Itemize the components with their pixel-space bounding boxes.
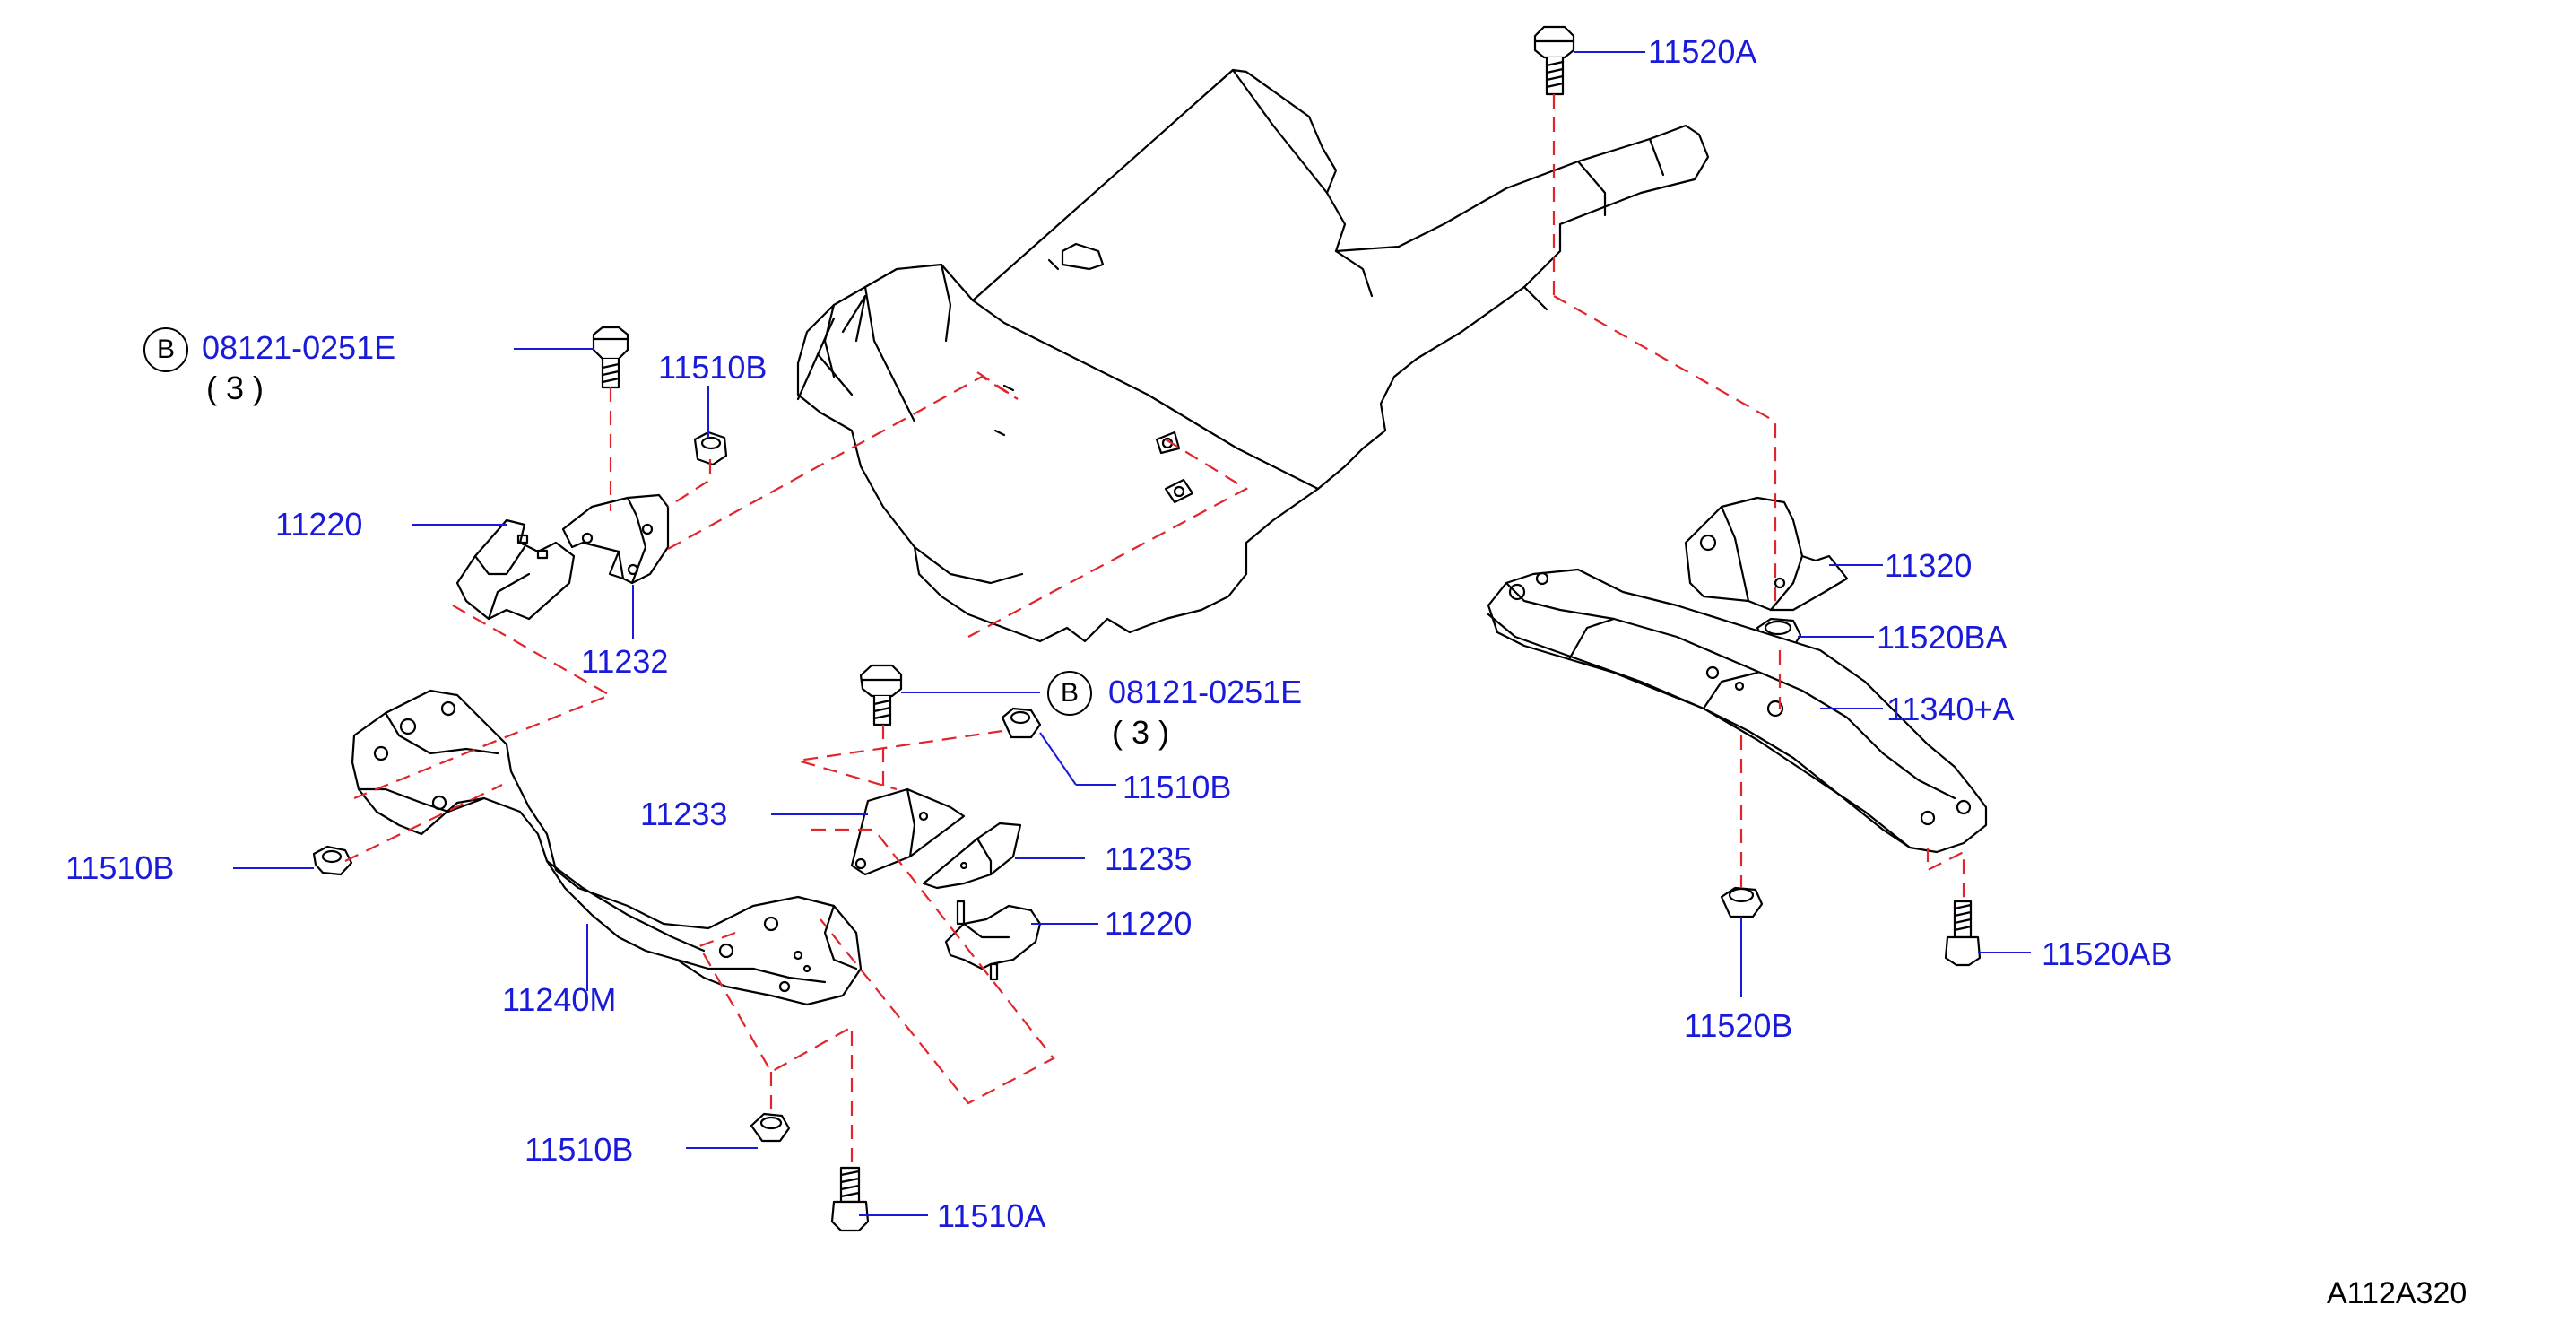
part-label-11510B-mid[interactable]: 11510B — [1123, 769, 1232, 805]
b-marker-left: B — [143, 327, 188, 372]
crossmember-11340A-drawing — [1487, 568, 1988, 854]
quantity-label-mid: ( 3 ) — [1112, 714, 1170, 751]
mid-bolt-drawing — [859, 664, 903, 726]
quantity-label-left: ( 3 ) — [206, 370, 265, 406]
bolt-11520AB-drawing — [1944, 900, 1982, 967]
b-marker-mid: B — [1047, 671, 1092, 716]
part-label-08121-0251E-mid[interactable]: 08121-0251E — [1108, 674, 1303, 710]
part-label-11235[interactable]: 11235 — [1105, 840, 1193, 877]
bottom-bolt-11510A-drawing — [830, 1166, 870, 1232]
part-label-11240M[interactable]: 11240M — [502, 981, 617, 1018]
left-bolt-drawing — [592, 326, 629, 389]
bottom-nut-11510B-drawing — [750, 1112, 791, 1143]
part-label-11510B-top[interactable]: 11510B — [658, 349, 768, 386]
nut-11520B-drawing — [1720, 886, 1764, 918]
part-label-11520BA[interactable]: 11520BA — [1877, 619, 2008, 656]
part-label-08121-0251E-left[interactable]: 08121-0251E — [202, 329, 396, 366]
rear-insulator-11320-drawing — [1684, 496, 1849, 612]
part-label-11233[interactable]: 11233 — [640, 796, 728, 832]
part-label-11510B-bottom[interactable]: 11510B — [525, 1131, 634, 1168]
part-label-11320[interactable]: 11320 — [1885, 547, 1973, 584]
part-label-11220-left[interactable]: 11220 — [275, 506, 363, 543]
part-label-11220-mid[interactable]: 11220 — [1105, 905, 1193, 942]
transmission-drawing — [796, 68, 1710, 643]
part-label-11340A[interactable]: 11340+A — [1886, 691, 2015, 727]
part-label-11520A[interactable]: 11520A — [1648, 33, 1757, 70]
part-label-11510B-left[interactable]: 11510B — [65, 849, 175, 886]
part-label-11232[interactable]: 11232 — [581, 643, 669, 680]
top-right-bolt-11520A-drawing — [1533, 25, 1575, 96]
left-nut-11510B-drawing — [312, 845, 353, 876]
part-label-11510A[interactable]: 11510A — [937, 1197, 1046, 1234]
left-bracket-11232-drawing — [561, 493, 670, 585]
alignment-dash-lines — [344, 94, 1965, 1166]
crossmember-11240M-drawing — [351, 689, 863, 1006]
mid-nut-11510B-drawing — [1001, 707, 1042, 739]
part-label-11520B[interactable]: 11520B — [1684, 1007, 1793, 1044]
bracket-11233-drawing — [850, 787, 966, 876]
part-label-11520AB[interactable]: 11520AB — [2042, 935, 2173, 972]
diagram-code: A112A320 — [2327, 1276, 2468, 1310]
left-insulator-drawing — [455, 518, 576, 621]
mid-insulator-11220-drawing — [944, 900, 1042, 981]
leader-lines — [233, 51, 2031, 1216]
plate-11235-drawing — [922, 822, 1022, 890]
